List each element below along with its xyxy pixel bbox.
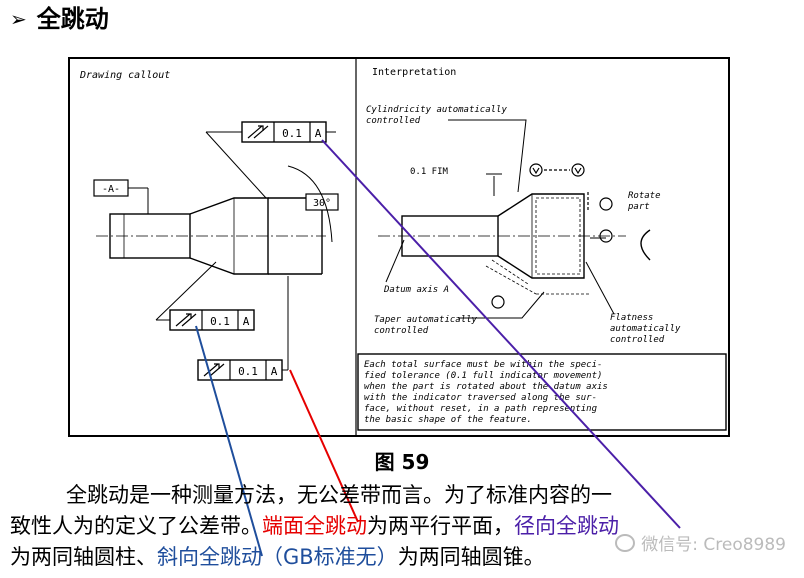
svg-text:0.1: 0.1 xyxy=(210,315,230,328)
svg-text:Datum axis A: Datum axis A xyxy=(383,285,449,295)
svg-text:fied tolerance (0.1 full indic: fied tolerance (0.1 full indicator movem… xyxy=(364,371,602,381)
drawing-svg: Drawing callout Interpretation -A- 30° 0… xyxy=(68,57,730,437)
svg-text:Each total surface must be wit: Each total surface must be within the sp… xyxy=(364,360,602,370)
fcf-mid: 0.1 A xyxy=(155,261,255,331)
svg-text:part: part xyxy=(627,202,650,212)
svg-text:A: A xyxy=(315,127,322,140)
svg-text:controlled: controlled xyxy=(610,335,665,345)
svg-text:A: A xyxy=(243,315,250,328)
bullet-arrow-icon: ➢ xyxy=(10,7,27,31)
svg-text:with the indicator traversed a: with the indicator traversed along the s… xyxy=(364,393,597,403)
svg-text:0.1: 0.1 xyxy=(238,365,258,378)
left-panel-label: Drawing callout xyxy=(79,70,170,81)
svg-text:face, without reset, in a path: face, without reset, in a path represent… xyxy=(364,404,598,414)
paragraph-line-2: 致性人为的定义了公差带。端面全跳动为两平行平面，径向全跳动 xyxy=(10,514,619,538)
svg-text:0.1: 0.1 xyxy=(282,127,302,140)
oblique-runout-term: 斜向全跳动（GB标准无） xyxy=(157,545,398,569)
svg-text:controlled: controlled xyxy=(374,326,429,336)
description-paragraph: 全跳动是一种测量方法，无公差带而言。为了标准内容的一 致性人为的定义了公差带。端… xyxy=(10,480,790,573)
right-panel-label: Interpretation xyxy=(372,67,456,78)
svg-text:automatically: automatically xyxy=(610,324,681,334)
total-runout-icon xyxy=(175,313,197,327)
figure-59: Drawing callout Interpretation -A- 30° 0… xyxy=(66,56,732,440)
svg-text:controlled: controlled xyxy=(366,116,421,126)
paragraph-line-3: 为两同轴圆柱、斜向全跳动（GB标准无）为两同轴圆锥。 xyxy=(10,545,545,569)
datum-a-label: -A- xyxy=(102,184,120,195)
figure-caption: 图 59 xyxy=(374,450,430,474)
svg-text:Rotate: Rotate xyxy=(628,191,661,201)
title-text: 全跳动 xyxy=(36,5,109,33)
face-runout-term: 端面全跳动 xyxy=(262,514,367,538)
rotation-arrow-icon xyxy=(640,229,651,261)
slide-title: ➢ 全跳动 xyxy=(10,4,109,34)
svg-text:the basic shape of the feature: the basic shape of the feature. xyxy=(364,415,532,425)
svg-text:when the part is rotated about: when the part is rotated about the datum… xyxy=(364,382,608,392)
svg-text:Flatness: Flatness xyxy=(610,313,653,323)
angle-label: 30° xyxy=(313,198,331,209)
part-drawing-right xyxy=(378,193,626,295)
wechat-icon xyxy=(615,533,636,552)
svg-text:A: A xyxy=(271,365,278,378)
svg-text:Taper automatically: Taper automatically xyxy=(374,315,478,325)
svg-text:0.1 FIM: 0.1 FIM xyxy=(410,167,449,177)
wechat-watermark: 微信号: Creo8989 xyxy=(615,530,786,555)
paragraph-line-1: 全跳动是一种测量方法，无公差带而言。为了标准内容的一 xyxy=(66,483,612,507)
radial-runout-term: 径向全跳动 xyxy=(514,514,619,538)
svg-text:Cylindricity automatically: Cylindricity automatically xyxy=(366,105,507,115)
part-drawing-left xyxy=(96,197,326,275)
total-runout-icon xyxy=(247,125,269,139)
fcf-top: 0.1 A xyxy=(205,121,336,199)
